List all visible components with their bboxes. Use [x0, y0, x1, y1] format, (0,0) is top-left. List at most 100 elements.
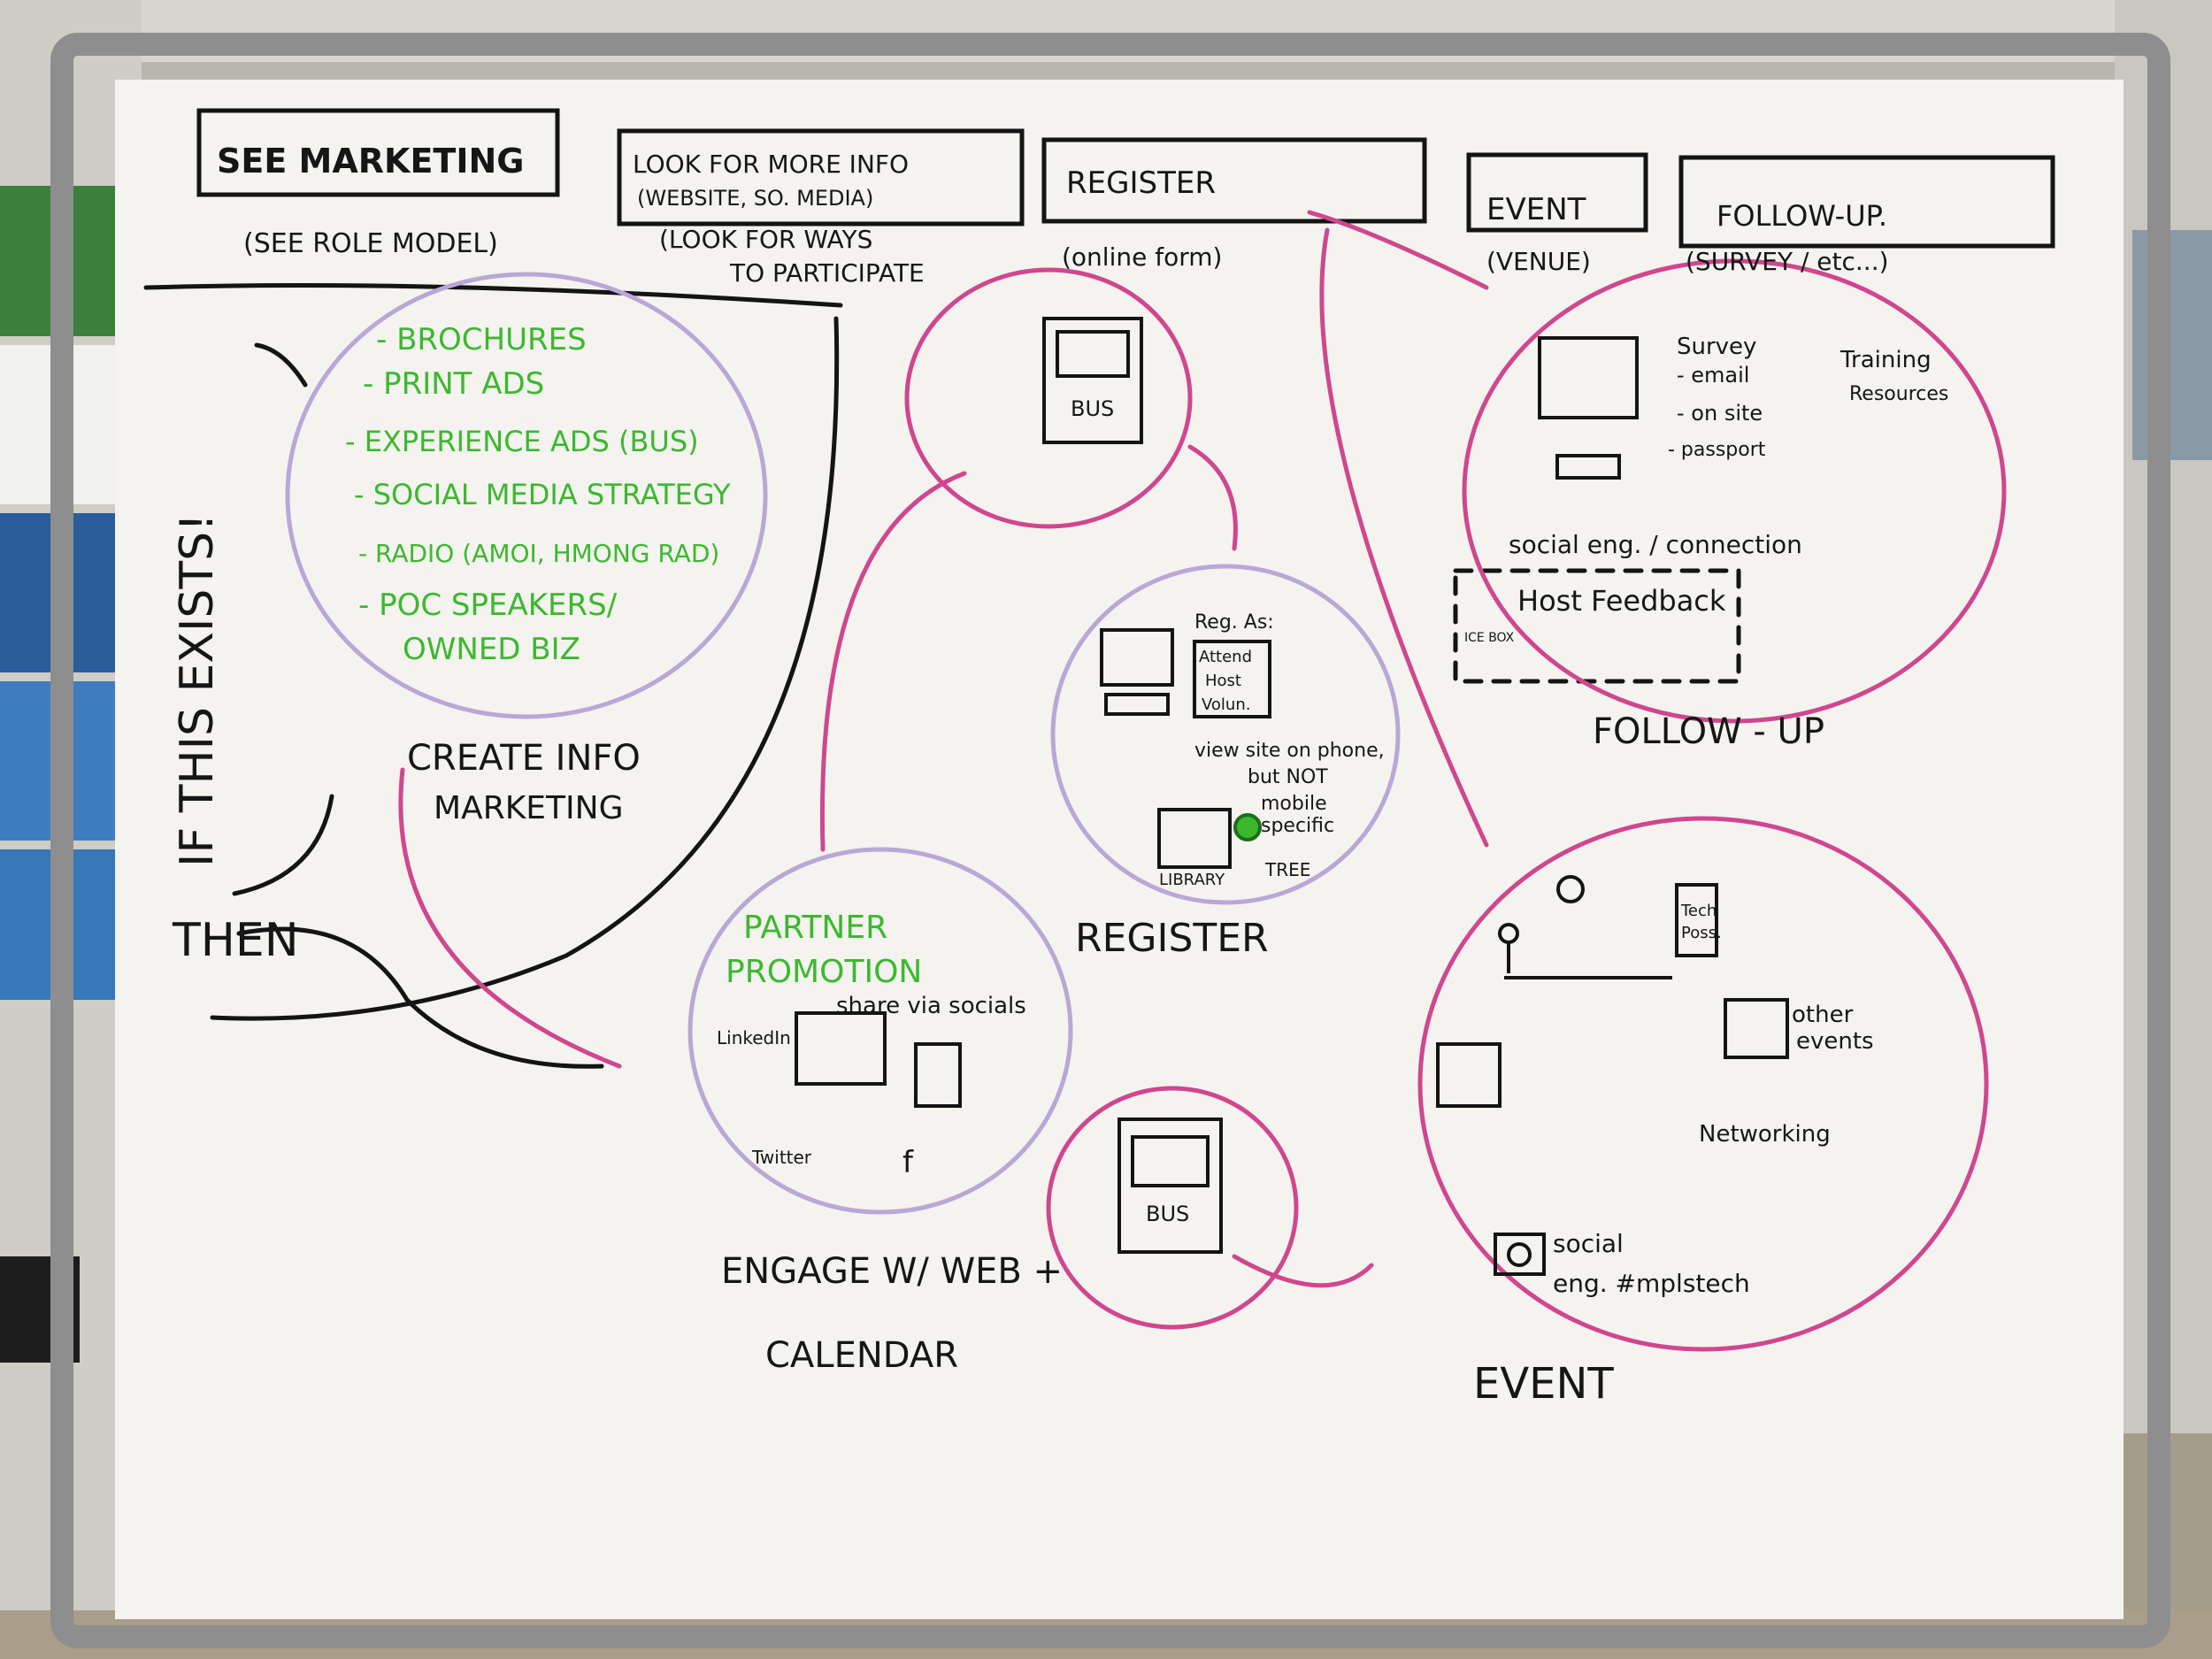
bus-top-window — [1056, 330, 1130, 378]
board-frame — [50, 33, 2170, 1648]
other-events-2: events — [1796, 1028, 1874, 1055]
stage-box-4 — [1466, 152, 1648, 233]
stage-sub-5: (SURVEY / etc...) — [1686, 247, 1889, 276]
tech-book-icon — [1675, 883, 1718, 957]
phone-icon — [914, 1042, 962, 1108]
tree-text: TREE — [1264, 859, 1310, 880]
social-eng-text-1: social — [1553, 1229, 1624, 1258]
onsite-text: - on site — [1677, 401, 1763, 426]
view-site-text-4: specific — [1261, 815, 1334, 837]
partner-text: PARTNER — [743, 910, 887, 946]
reg-options-box — [1193, 640, 1271, 718]
tree-icon — [1233, 813, 1262, 841]
bus-top-text: BUS — [1071, 396, 1114, 421]
keyboard-icon — [1104, 693, 1170, 716]
arrow-engage-bus — [819, 471, 967, 852]
promotion-text: PROMOTION — [726, 954, 922, 990]
followup-circle — [1462, 258, 2007, 724]
bus-top-icon — [1042, 317, 1143, 444]
view-site-text-3: mobile — [1261, 793, 1327, 815]
event-presentation-icon — [1436, 1042, 1502, 1108]
followup-label: FOLLOW - UP — [1593, 711, 1824, 752]
share-text: share via socials — [836, 993, 1026, 1019]
stage-title-1: SEE MARKETING — [217, 142, 524, 180]
stage-sub-3: (online form) — [1062, 242, 1222, 272]
create-item-7: OWNED BIZ — [403, 632, 580, 667]
bus-bottom-window — [1131, 1135, 1210, 1187]
if-this-exists-text: IF THIS EXISTS! — [171, 513, 224, 867]
survey-text: Survey — [1677, 334, 1756, 360]
register-circle — [1050, 564, 1401, 905]
arrow-bus-register — [1187, 444, 1238, 551]
social-eng-text-2: eng. #mplstech — [1553, 1269, 1750, 1298]
create-item-5: - RADIO (AMOI, HMONG RAD) — [358, 539, 719, 568]
camera-lens — [1507, 1242, 1532, 1267]
person-icon — [1498, 923, 1519, 944]
reg-opt-volun: Volun. — [1202, 695, 1250, 714]
stage-title-3: REGISTER — [1066, 165, 1216, 201]
followup-keyboard-icon — [1555, 454, 1621, 480]
training-text: Training — [1839, 347, 1932, 373]
reg-as-text: Reg. As: — [1194, 611, 1274, 634]
arrow-then-engage — [236, 926, 604, 1069]
monitor-icon — [1100, 628, 1174, 687]
engage-label-2: CALENDAR — [765, 1335, 958, 1376]
linkedin-text: LinkedIn — [717, 1027, 791, 1048]
other-events-1: other — [1792, 1002, 1854, 1028]
bus-top-circle — [904, 267, 1193, 529]
arrow-then-up — [232, 794, 334, 896]
engage-circle — [687, 847, 1073, 1215]
create-item-6: - POC SPEAKERS/ — [358, 588, 618, 623]
stage-title-2b: (WEBSITE, SO. MEDIA) — [637, 186, 873, 211]
arrow-exists — [254, 342, 308, 388]
stage-sub-2: (LOOK FOR WAYS — [659, 225, 872, 254]
event-calendar-icon — [1724, 998, 1789, 1059]
tech-text-1: Tech — [1680, 902, 1717, 920]
reg-opt-attend: Attend — [1199, 648, 1252, 666]
view-site-text-2: but NOT — [1248, 766, 1328, 788]
stage-sub-1: (SEE ROLE MODEL) — [243, 228, 498, 259]
create-item-3: - EXPERIENCE ADS (BUS) — [345, 425, 699, 458]
social-connection-text: social eng. / connection — [1509, 530, 1802, 559]
stage-box-1 — [196, 108, 560, 197]
twitter-text: Twitter — [751, 1147, 812, 1168]
bus-bottom-icon — [1118, 1118, 1223, 1254]
facebook-f-text: f — [902, 1145, 914, 1180]
library-text: LIBRARY — [1159, 871, 1225, 889]
create-label-1: CREATE INFO — [407, 738, 641, 779]
icebox-text: ICE BOX — [1464, 631, 1515, 645]
passport-text: - passport — [1668, 439, 1766, 461]
event-label: EVENT — [1473, 1359, 1614, 1409]
stage-title-4: EVENT — [1486, 192, 1586, 227]
window — [2132, 230, 2212, 460]
header-divider — [143, 283, 843, 308]
host-feedback-text: Host Feedback — [1517, 584, 1726, 618]
arrow-bus-event — [1232, 1254, 1374, 1288]
register-label: REGISTER — [1075, 916, 1269, 961]
stage-title-2: LOOK FOR MORE INFO — [633, 150, 909, 179]
stage-sub-2b: TO PARTICIPATE — [729, 258, 925, 288]
create-item-4: - SOCIAL MEDIA STRATEGY — [354, 478, 731, 511]
stage-sub-4: (VENUE) — [1486, 247, 1591, 276]
engage-label-1: ENGAGE W/ WEB + — [721, 1251, 1063, 1292]
resources-text: Resources — [1849, 383, 1948, 405]
arrow-create-engage — [398, 767, 622, 1069]
reg-opt-host: Host — [1205, 672, 1241, 690]
create-item-1: - BROCHURES — [376, 322, 587, 357]
camera-icon — [1494, 1233, 1546, 1276]
followup-monitor-icon — [1538, 336, 1639, 419]
library-icon — [1157, 808, 1232, 869]
stage-box-2 — [617, 128, 1025, 227]
calendar-icon — [795, 1011, 887, 1086]
bus-bottom-circle — [1046, 1086, 1299, 1330]
networking-text: Networking — [1699, 1121, 1831, 1148]
email-text: - email — [1677, 363, 1749, 388]
stage-box-3 — [1041, 137, 1427, 224]
create-item-2: - PRINT ADS — [363, 366, 544, 402]
stage-box-5 — [1678, 155, 2055, 249]
view-site-text-1: view site on phone, — [1194, 740, 1385, 762]
create-label-2: MARKETING — [434, 790, 624, 826]
event-circle — [1417, 816, 1989, 1352]
